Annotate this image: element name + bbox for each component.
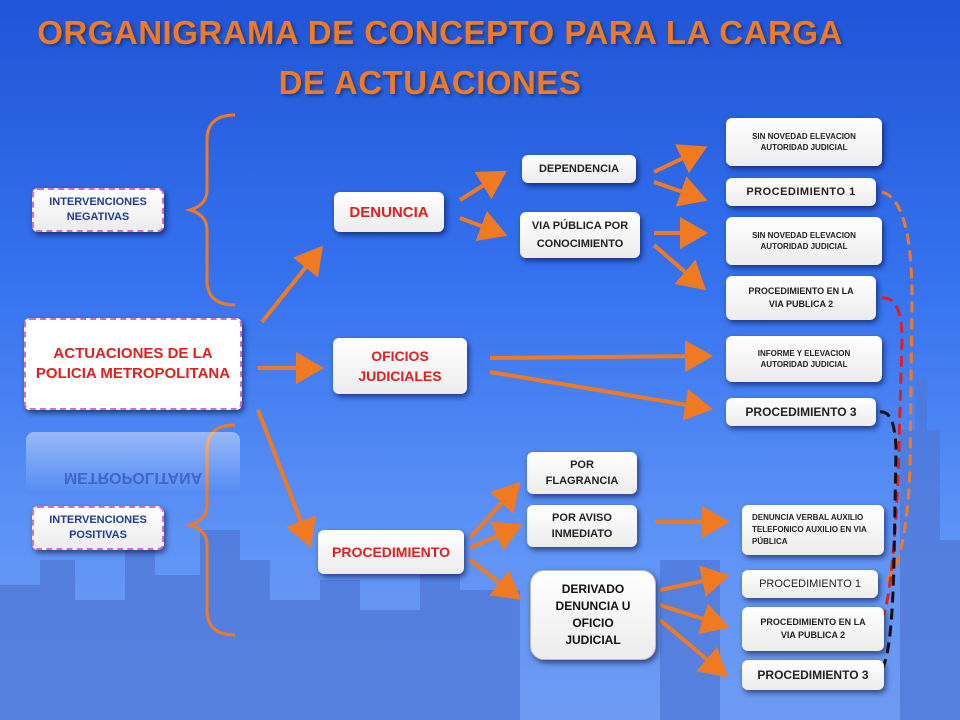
node-procedimiento: PROCEDIMIENTO [318,530,464,574]
arrow-root-procedimiento [256,409,316,548]
arrow-dependencia-r1 [653,144,708,174]
node-actuaciones-policia: ACTUACIONES DE LA POLICIA METROPOLITANA [24,318,242,410]
arrow-oficios-r5 [489,340,713,373]
arrow-proc-derivado [468,558,522,600]
node-derivado-denuncia: DERIVADO DENUNCIA U OFICIO JUDICIAL [530,570,656,660]
arrow-oficios-r6 [489,370,713,421]
root-reflection: METROPOLITANA [26,432,240,492]
node-por-aviso-inmediato: POR AVISO INMEDIATO [527,505,637,547]
bracket-negativas [184,113,236,307]
node-via-publica-conocimiento: VIA PÚBLICA POR CONOCIMIENTO [520,212,640,258]
arrow-proc-flagrancia [468,482,521,540]
dashed-link-procedimiento-1 [881,190,914,584]
arrow-derivado-r10 [658,618,729,678]
arrow-root-denuncia [260,245,323,324]
root-reflection-text: METROPOLITANA [63,469,203,486]
arrow-proc-aviso [469,521,523,551]
node-sin-novedad-1: SIN NOVEDAD ELEVACION AUTORIDAD JUDICIAL [726,118,882,166]
dashed-link-procedimiento-3 [878,410,898,674]
node-procedimiento-1-bottom: PROCEDIMIENTO 1 [742,570,878,598]
node-por-flagrancia: POR FLAGRANCIA [527,452,637,494]
node-oficios-judiciales: OFICIOS JUDICIALES [333,338,467,394]
node-sin-novedad-2: SIN NOVEDAD ELEVACION AUTORIDAD JUDICIAL [726,217,882,265]
node-denuncia-verbal: DENUNCIA VERBAL AUXILIO TELEFONICO AUXIL… [742,505,884,555]
bracket-positivas [184,423,236,637]
node-procedimiento-3-top: PROCEDIMIENTO 3 [726,398,876,426]
node-intervenciones-negativas: INTERVENCIONES NEGATIVAS [32,188,164,232]
node-procedimiento-3-bottom: PROCEDIMIENTO 3 [742,660,884,690]
arrow-denuncia-via [459,210,508,241]
arrow-via-r4 [652,243,707,291]
dashed-link-via-publica-2 [880,296,904,619]
node-denuncia: DENUNCIA [334,192,444,232]
node-procedimiento-via-publica-2-bottom: PROCEDIMIENTO EN LA VIA PUBLICA 2 [742,607,884,651]
arrow-derivado-r9 [659,603,730,635]
node-intervenciones-positivas: INTERVENCIONES POSITIVAS [32,506,164,550]
node-dependencia: DEPENDENCIA [522,155,636,183]
arrow-derivado-r8 [659,565,730,597]
node-procedimiento-via-publica-2-top: PROCEDIMIENTO EN LA VIA PUBLICA 2 [726,276,876,320]
page-title-line-2: DE ACTUACIONES [278,64,582,101]
arrow-denuncia-dependencia [458,170,507,202]
node-procedimiento-1-top: PROCEDIMIENTO 1 [726,178,876,206]
arrow-dependencia-r2 [653,176,708,207]
page-title-line-1: ORGANIGRAMA DE CONCEPTO PARA LA CARGA [37,14,843,51]
node-informe-elevacion: INFORME Y ELEVACION AUTORIDAD JUDICIAL [726,336,882,382]
